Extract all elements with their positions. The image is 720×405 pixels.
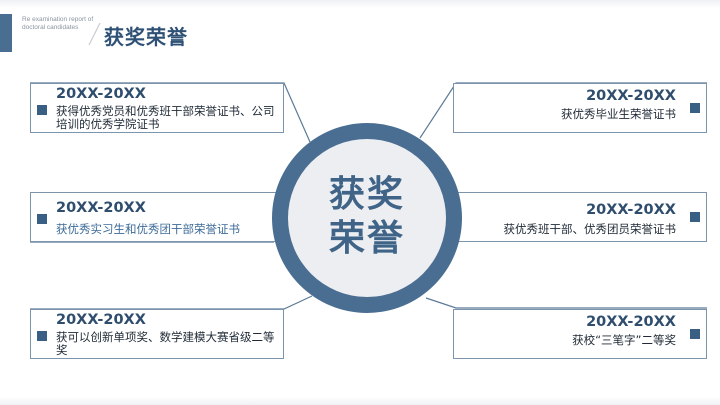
award-card-left-1: 20XX-20XX 获得优秀党员和优秀班干部荣誉证书、公司培训的优秀学院证书 [30, 83, 284, 133]
header-accent-bar [0, 14, 12, 52]
card-year: 20XX-20XX [586, 314, 676, 330]
award-card-left-3: 20XX-20XX 获可以创新单项奖、数学建模大赛省级二等奖 [30, 309, 284, 359]
top-shadow [0, 0, 720, 8]
card-year: 20XX-20XX [56, 200, 146, 216]
card-year: 20XX-20XX [56, 86, 146, 102]
card-year: 20XX-20XX [586, 202, 676, 218]
award-card-right-3: 20XX-20XX 获校“三笔字”二等奖 [453, 309, 707, 359]
card-description: 获校“三笔字”二等奖 [572, 333, 676, 347]
center-circle: 获奖 荣誉 [272, 123, 462, 313]
award-card-right-1: 20XX-20XX 获优秀毕业生荣誉证书 [453, 83, 707, 133]
center-title-line-1: 获奖 [328, 174, 405, 215]
header-subtitle: Re examination report of doctoral candid… [22, 16, 94, 32]
center-title-line-2: 荣誉 [328, 218, 405, 259]
center-circle-inner: 获奖 荣誉 [288, 139, 446, 297]
card-description: 获得优秀党员和优秀班干部荣誉证书、公司培训的优秀学院证书 [56, 104, 275, 131]
award-card-right-2: 20XX-20XX 获优秀班干部、优秀团员荣誉证书 [453, 192, 707, 242]
card-description: 获可以创新单项奖、数学建模大赛省级二等奖 [56, 330, 275, 357]
award-card-left-2: 20XX-20XX 获优秀实习生和优秀团干部荣誉证书 [30, 192, 284, 242]
card-year: 20XX-20XX [56, 312, 146, 328]
card-description: 获优秀实习生和优秀团干部荣誉证书 [56, 222, 240, 236]
card-marker [690, 212, 700, 222]
card-year: 20XX-20XX [586, 88, 676, 104]
card-marker [690, 103, 700, 113]
card-marker [690, 329, 700, 339]
center-title: 获奖 荣誉 [288, 173, 446, 261]
page-title: 获奖荣誉 [104, 25, 188, 49]
card-description: 获优秀班干部、优秀团员荣誉证书 [503, 222, 677, 236]
card-description: 获优秀毕业生荣誉证书 [561, 107, 676, 121]
bottom-shadow [0, 397, 720, 405]
card-marker [37, 105, 47, 115]
header-slash [88, 22, 101, 46]
card-marker [37, 214, 47, 224]
card-marker [37, 331, 47, 341]
